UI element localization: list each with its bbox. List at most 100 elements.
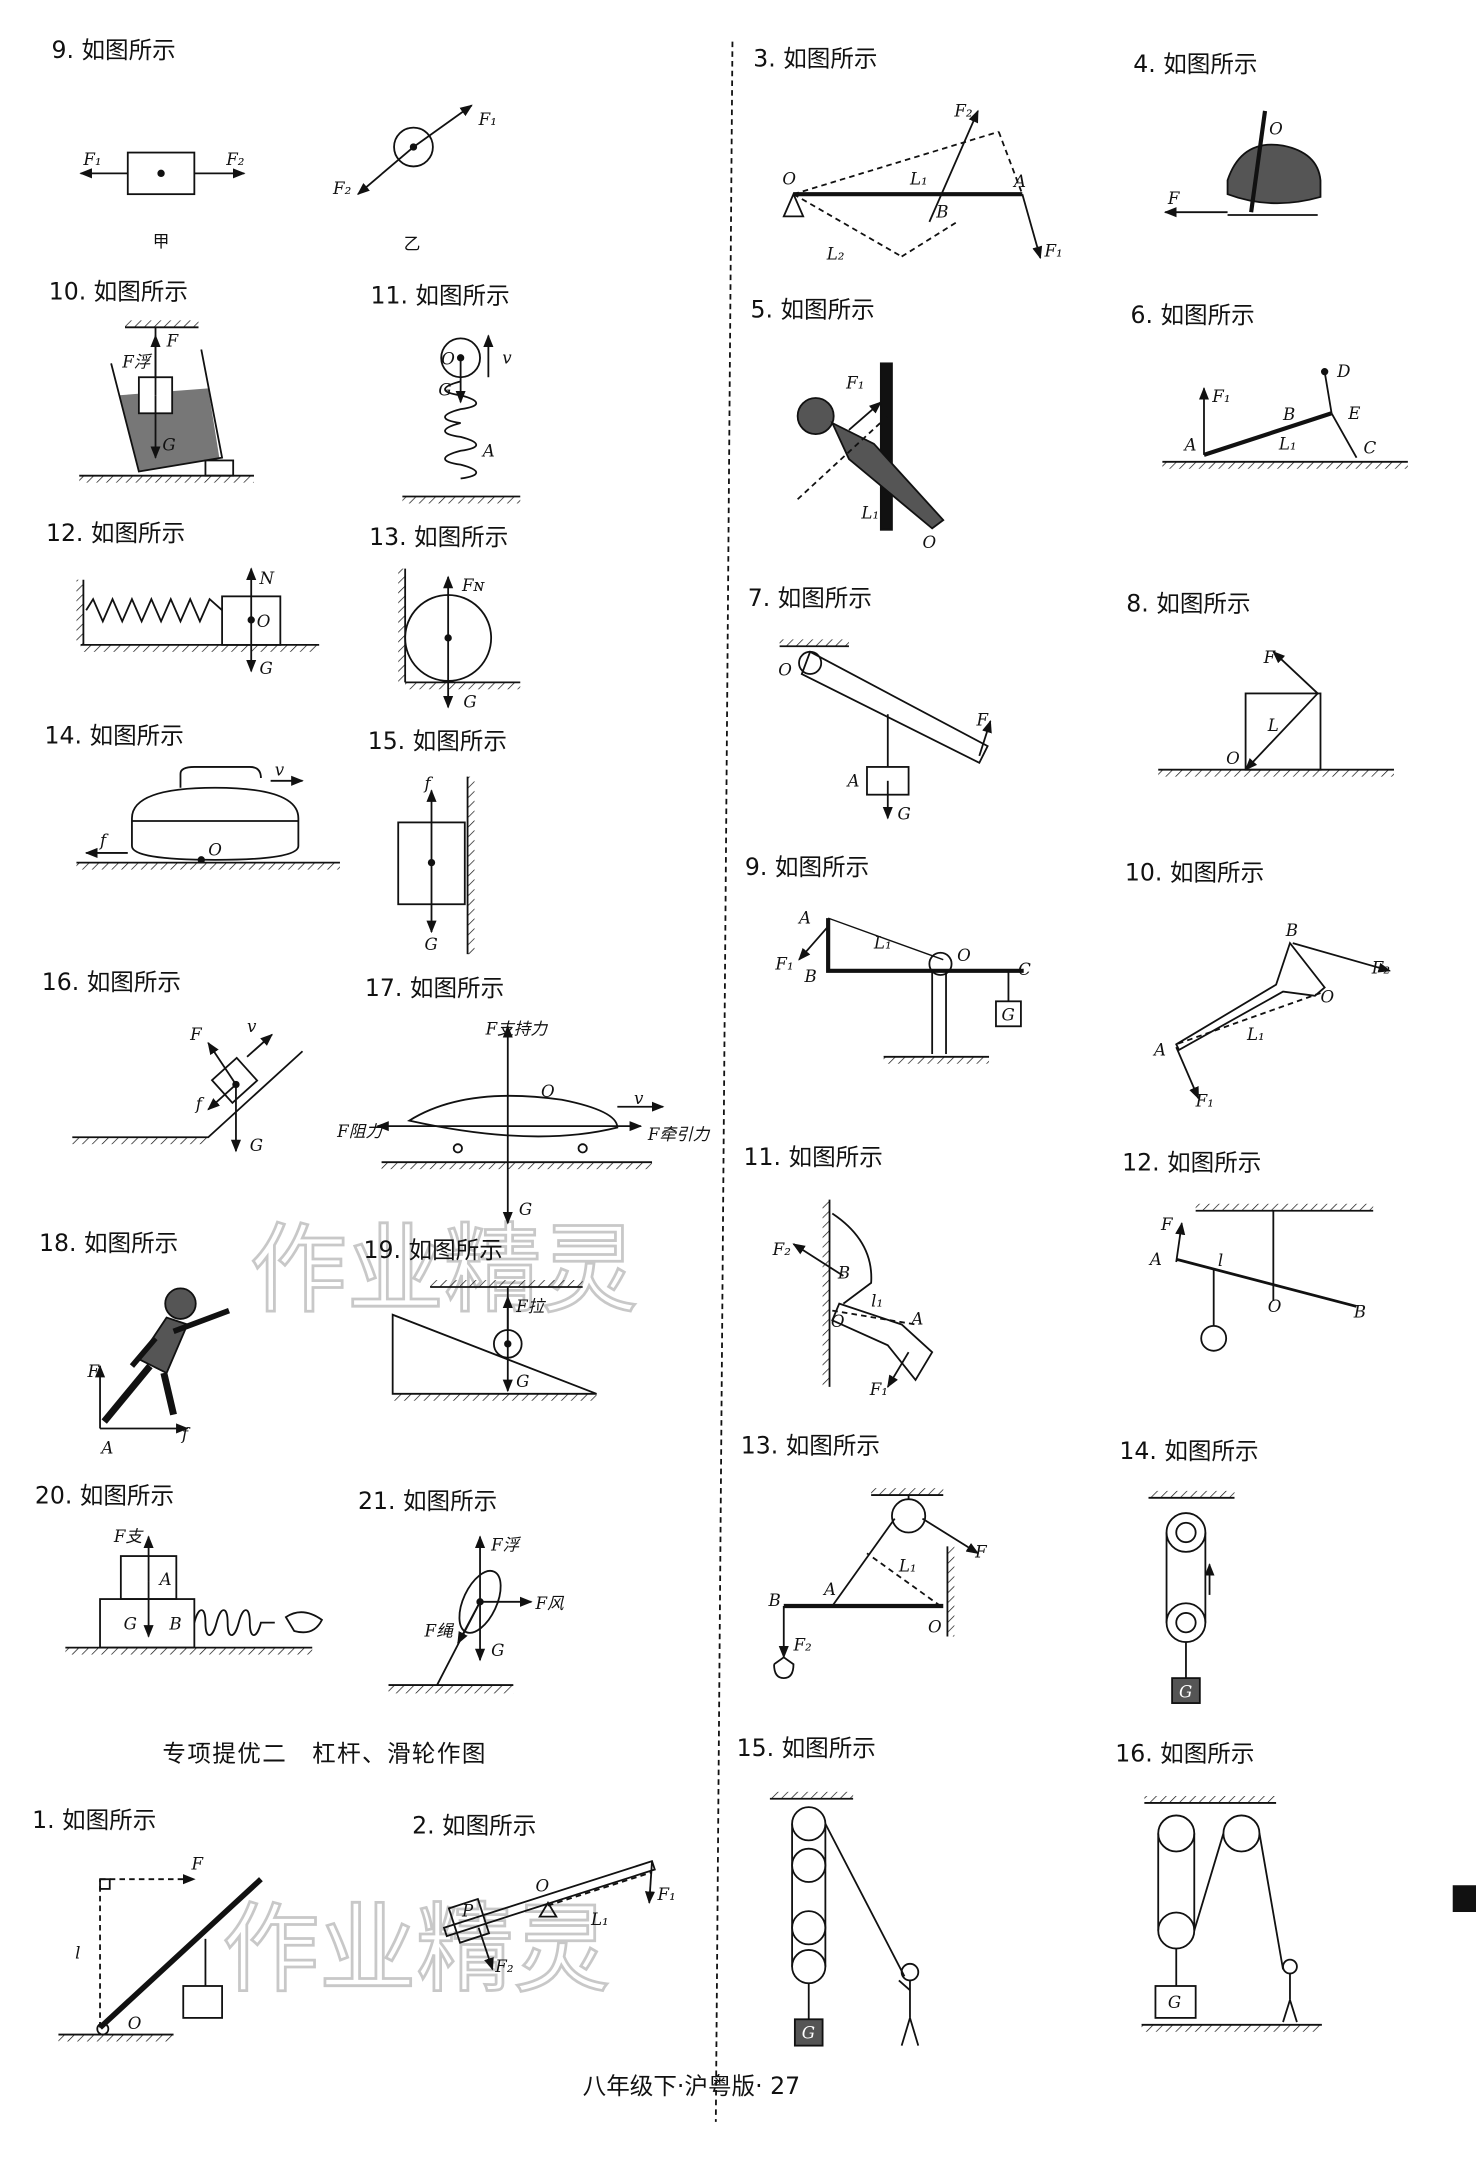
figure-right-15: 15. 如图所示 G xyxy=(737,1734,920,2047)
svg-text:F₂: F₂ xyxy=(494,1957,514,1976)
svg-text:A: A xyxy=(99,1438,113,1457)
svg-text:G: G xyxy=(1168,1993,1181,2012)
page-footer: 八年级下·沪粤版· 27 xyxy=(583,2072,800,2100)
svg-text:O: O xyxy=(1226,749,1240,768)
svg-text:O: O xyxy=(1320,988,1334,1007)
svg-text:A: A xyxy=(481,441,495,460)
svg-text:F₂: F₂ xyxy=(1371,959,1391,978)
figure-right-3: 3. 如图所示 F₂ O L₁ B A L₂ F₁ xyxy=(753,45,1062,264)
svg-text:O: O xyxy=(922,533,936,552)
svg-text:F₁: F₁ xyxy=(1195,1092,1214,1111)
question-heading: 10. 如图所示 xyxy=(1125,859,1264,887)
question-heading: 12. 如图所示 xyxy=(1122,1149,1261,1177)
svg-text:O: O xyxy=(1269,120,1283,139)
svg-text:l: l xyxy=(1218,1251,1223,1270)
svg-text:F: F xyxy=(166,332,180,351)
svg-text:F: F xyxy=(974,1542,988,1561)
svg-text:F₁: F₁ xyxy=(82,150,101,169)
svg-text:F₁: F₁ xyxy=(869,1380,888,1399)
figure-left-9: 9. 如图所示 F₁ F₂ 甲 F₁ F₂ 乙 xyxy=(51,36,496,253)
figure-right-10: 10. 如图所示 B F₂ O L₁ A F₁ xyxy=(1125,859,1392,1111)
figure-left-12: 12. 如图所示 N O G xyxy=(46,519,320,678)
question-heading: 14. 如图所示 xyxy=(45,721,184,749)
svg-text:F₂: F₂ xyxy=(953,101,973,120)
svg-text:F₁: F₁ xyxy=(774,954,793,973)
svg-text:A: A xyxy=(1148,1250,1162,1269)
figure-right-8: 8. 如图所示 F L O xyxy=(1126,590,1394,777)
svg-text:G: G xyxy=(1002,1006,1015,1025)
svg-text:A: A xyxy=(1012,172,1026,191)
question-heading: 15. 如图所示 xyxy=(737,1734,876,1762)
svg-text:F₂: F₂ xyxy=(225,150,245,169)
svg-text:A: A xyxy=(909,1309,923,1328)
figure-right-16: 16. 如图所示 G xyxy=(1115,1739,1322,2032)
svg-text:F风: F风 xyxy=(535,1594,566,1613)
svg-text:F₁: F₁ xyxy=(478,110,497,129)
svg-text:A: A xyxy=(797,909,811,928)
svg-text:O: O xyxy=(782,169,796,188)
svg-text:F₁: F₁ xyxy=(657,1885,676,1904)
svg-text:L₁: L₁ xyxy=(590,1910,609,1929)
svg-text:F支: F支 xyxy=(113,1527,145,1546)
svg-text:O: O xyxy=(541,1082,555,1101)
figure-left-10: 10. 如图所示 F F浮 G xyxy=(49,278,254,483)
svg-text:A: A xyxy=(158,1570,172,1589)
svg-text:f: f xyxy=(180,1425,191,1444)
svg-text:L₁: L₁ xyxy=(898,1556,917,1575)
svg-text:B: B xyxy=(935,203,948,222)
svg-text:O: O xyxy=(208,841,222,860)
figure-section-2: 2. 如图所示 O P L₁ F₁ F₂ xyxy=(412,1811,676,1976)
svg-text:O: O xyxy=(957,946,971,965)
svg-text:B: B xyxy=(837,1264,850,1283)
svg-text:G: G xyxy=(519,1200,532,1219)
svg-text:A: A xyxy=(846,771,860,790)
svg-text:l: l xyxy=(75,1943,80,1962)
svg-text:F支持力: F支持力 xyxy=(485,1020,549,1039)
svg-text:F: F xyxy=(191,1855,205,1874)
svg-text:甲: 甲 xyxy=(153,232,170,251)
figure-right-6: 6. 如图所示 F₁ D B E A L₁ C xyxy=(1130,301,1408,469)
svg-text:B: B xyxy=(1282,405,1295,424)
question-heading: 8. 如图所示 xyxy=(1126,590,1250,618)
svg-text:F₂: F₂ xyxy=(332,179,352,198)
svg-text:F: F xyxy=(189,1025,203,1044)
svg-text:F浮: F浮 xyxy=(490,1536,522,1555)
svg-text:F₂: F₂ xyxy=(772,1240,792,1259)
svg-text:F₁: F₁ xyxy=(1043,242,1062,261)
question-heading: 9. 如图所示 xyxy=(51,36,175,64)
svg-text:G: G xyxy=(802,2024,815,2043)
figure-right-13: 13. 如图所示 F L₁ B A O F₂ xyxy=(741,1431,988,1680)
svg-text:F: F xyxy=(1160,1215,1174,1234)
svg-text:C: C xyxy=(1018,960,1031,979)
question-heading: 9. 如图所示 xyxy=(745,853,869,881)
svg-text:F₂: F₂ xyxy=(792,1635,812,1654)
svg-text:G: G xyxy=(491,1641,504,1660)
svg-text:F绳: F绳 xyxy=(424,1622,456,1641)
svg-text:f: f xyxy=(98,831,109,850)
svg-text:Fɴ: Fɴ xyxy=(461,576,486,595)
figure-left-14: 14. 如图所示 v f O xyxy=(45,721,340,870)
svg-text:f: f xyxy=(423,774,434,793)
svg-text:G: G xyxy=(124,1615,137,1634)
svg-text:A: A xyxy=(1183,436,1197,455)
watermark: 作业精灵 xyxy=(222,1893,610,2006)
svg-text:A: A xyxy=(822,1580,836,1599)
svg-text:O: O xyxy=(1268,1297,1282,1316)
column-divider xyxy=(714,41,734,2122)
question-heading: 14. 如图所示 xyxy=(1119,1437,1258,1465)
question-heading: 2. 如图所示 xyxy=(412,1811,536,1839)
svg-text:G: G xyxy=(425,935,438,954)
figure-right-11: 11. 如图所示 F₂ B l₁ O A F₁ xyxy=(744,1143,934,1399)
svg-text:F: F xyxy=(1167,189,1181,208)
svg-text:B: B xyxy=(1353,1303,1366,1322)
svg-text:L₁: L₁ xyxy=(1246,1025,1265,1044)
svg-text:v: v xyxy=(275,760,285,779)
svg-text:P: P xyxy=(461,1902,474,1921)
question-heading: 3. 如图所示 xyxy=(753,45,877,73)
figure-left-15: 15. 如图所示 f G xyxy=(368,727,507,955)
svg-text:F₁: F₁ xyxy=(845,373,864,392)
svg-text:O: O xyxy=(257,612,271,631)
question-heading: 15. 如图所示 xyxy=(368,727,507,755)
svg-text:O: O xyxy=(778,660,792,679)
